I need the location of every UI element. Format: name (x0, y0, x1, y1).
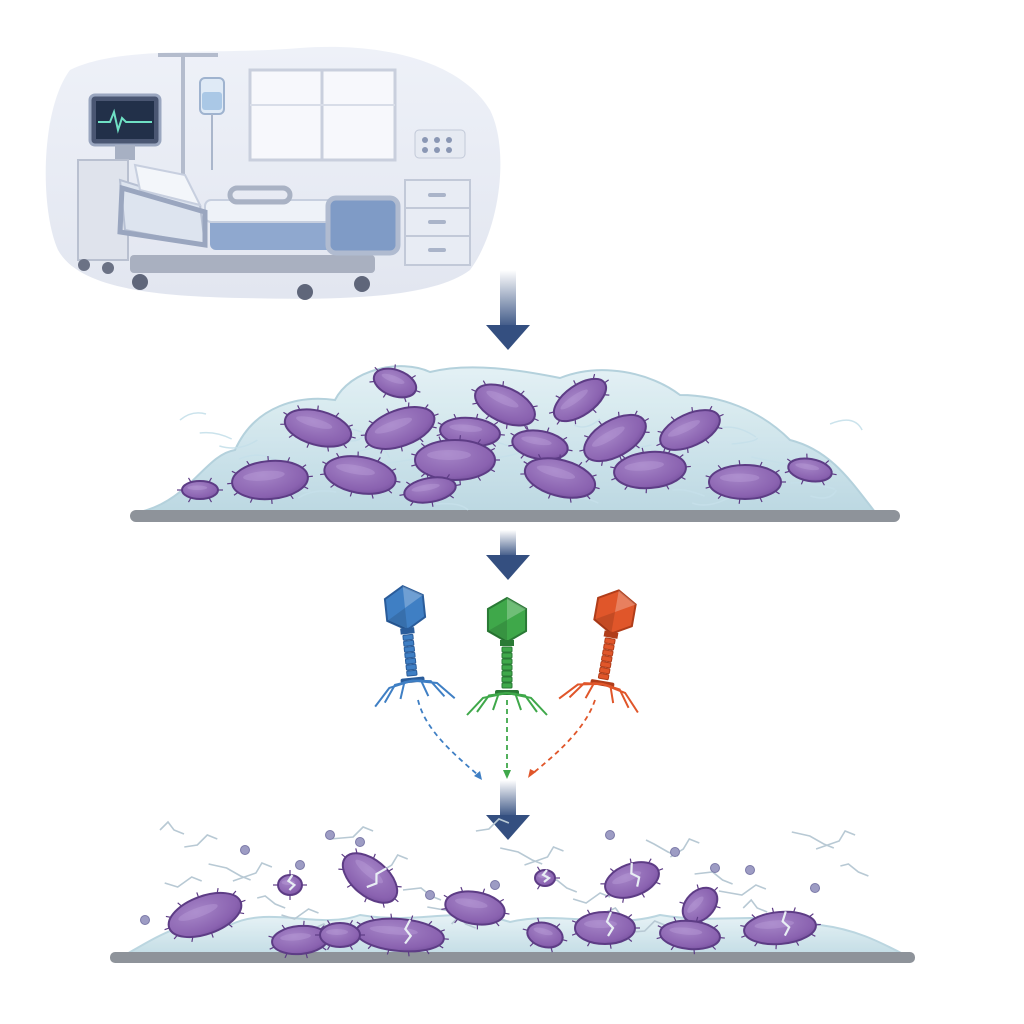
debris-particle (710, 863, 720, 873)
orange-phage-trajectory (531, 699, 596, 775)
debris-particle (490, 880, 500, 890)
lysing-bacterium (740, 907, 821, 950)
bacteria-cluster (177, 364, 837, 507)
debris-particle (670, 847, 680, 857)
bacterium-cell (784, 453, 837, 486)
green-phage-icon (466, 596, 548, 716)
flow-arrow-3 (486, 780, 530, 840)
debris-particle (745, 865, 755, 875)
lysing-bacterium (441, 886, 510, 930)
bacterium-cell (656, 405, 724, 455)
hospital-bed-icon (117, 163, 401, 300)
lysing-bacterium (338, 848, 402, 908)
bacterium-cell (369, 364, 421, 403)
debris-particle (325, 830, 335, 840)
bacterium-cell (579, 410, 650, 466)
bacterium-cell (610, 447, 691, 494)
iv-pole (158, 53, 225, 175)
debris-particle (810, 883, 820, 893)
lysing-bacteria (164, 848, 821, 959)
debris-particle (295, 860, 305, 870)
bacterium-cell (320, 451, 401, 499)
bacterium-cell (548, 373, 610, 425)
bacterium-cell (705, 460, 786, 504)
lysing-bacterium (273, 870, 307, 900)
bacterium-cell (360, 402, 439, 454)
patient-monitor (77, 93, 162, 274)
phage-trajectories (417, 699, 596, 780)
debris-particle (605, 830, 615, 840)
intact-biofilm (130, 364, 900, 522)
lysing-bacterium (656, 916, 725, 955)
bacterium-cell (227, 456, 313, 504)
orange-phage-icon (558, 589, 639, 714)
debris-particle (425, 890, 435, 900)
lysing-bacterium (600, 858, 664, 903)
biofilm-surface (130, 510, 900, 522)
wall-panel (414, 129, 466, 159)
disrupted-biofilm (110, 818, 915, 963)
bacterium-cell (177, 477, 223, 503)
window (248, 68, 397, 162)
blue-phage-trajectory (417, 699, 479, 776)
blue-phage-icon (374, 584, 456, 708)
side-cabinet (404, 179, 471, 266)
debris-particle (355, 837, 365, 847)
lysing-bacterium (522, 917, 568, 953)
bacterium-cell (471, 380, 539, 430)
debris-particle (240, 845, 250, 855)
bacterium-cell (411, 435, 500, 485)
hospital-room-scene (45, 46, 501, 300)
bacterium-cell (508, 425, 573, 465)
flow-arrow-2 (486, 530, 530, 580)
lysing-bacterium (571, 907, 640, 949)
biofilm-matrix (139, 365, 878, 513)
bacterium-cell (280, 405, 356, 452)
flow-arrow-1 (486, 270, 530, 350)
lysing-bacterium (268, 920, 333, 959)
disrupted-surface (110, 952, 915, 963)
phage-cocktail (374, 584, 639, 716)
cell-debris (140, 830, 820, 925)
bacterium-cell (399, 473, 461, 507)
lysing-bacterium (164, 888, 246, 942)
debris-particle (140, 915, 150, 925)
bacterium-cell (520, 453, 600, 503)
lysing-bacterium (351, 913, 449, 957)
lysing-bacterium (534, 866, 560, 890)
heartbeat-line (98, 108, 152, 134)
lysing-bacterium (315, 919, 365, 951)
